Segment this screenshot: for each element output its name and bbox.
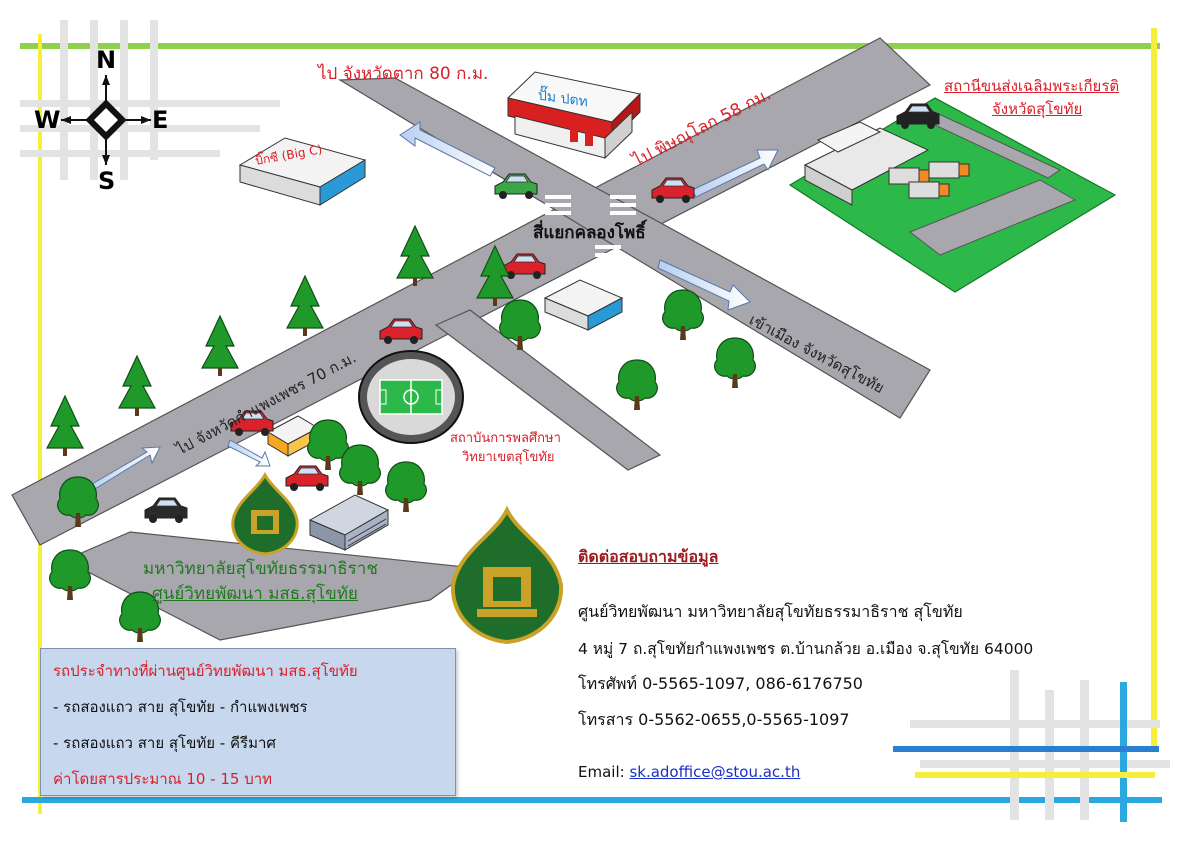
contact-heading: ติดต่อสอบถามข้อมูล xyxy=(578,547,719,566)
intersection-label: สี่แยกคลองโพธิ์ xyxy=(533,223,646,243)
transport-station-label-1: สถานีขนส่งเฉลิมพระเกียรติ xyxy=(944,77,1120,95)
transport-station-label-2: จังหวัดสุโขทัย xyxy=(992,100,1083,118)
sports-institute-label-1: สถาบันการพลศึกษา xyxy=(450,431,561,446)
compass-north: N xyxy=(96,46,117,74)
contact-org: ศูนย์วิทยพัฒนา มหาวิทยาลัยสุโขทัยธรรมาธิ… xyxy=(578,602,963,621)
bus-info-box: รถประจำทางที่ผ่านศูนย์วิทยพัฒนา มสธ.สุโข… xyxy=(40,648,456,796)
compass-icon xyxy=(61,75,151,165)
university-emblem-small xyxy=(231,471,299,556)
ptt-station xyxy=(506,71,642,160)
road-label-tak: ไป จังหวัดตาก 80 ก.ม. xyxy=(318,64,489,84)
university-label-2: ศูนย์วิทยพัฒนา มสธ.สุโขทัย xyxy=(152,584,358,604)
contact-fax: โทรสาร 0-5562-0655,0-5565-1097 xyxy=(578,710,850,729)
contact-address: 4 หมู่ 7 ถ.สุโขทัยกำแพงเพชร ต.บ้านกล้วย … xyxy=(578,640,1034,658)
email-label: Email: xyxy=(578,763,630,781)
frame-decoration xyxy=(20,20,1170,822)
compass-south: S xyxy=(98,167,116,195)
university-emblem-large xyxy=(450,505,564,645)
stadium xyxy=(358,350,464,444)
university-building xyxy=(308,494,390,551)
bigc-building xyxy=(238,137,367,206)
crosswalks xyxy=(545,195,636,257)
bus-route-1: - รถสองแถว สาย สุโขทัย - กำแพงเพชร xyxy=(53,698,308,716)
compass-west: W xyxy=(34,106,61,134)
compass-east: E xyxy=(152,106,169,134)
contact-phone: โทรศัพท์ 0-5565-1097, 086-6176750 xyxy=(578,674,863,693)
small-building xyxy=(543,279,624,331)
direction-arrows xyxy=(86,121,779,493)
transport-station-area xyxy=(788,97,1117,293)
bus-route-2: - รถสองแถว สาย สุโขทัย - คีรีมาศ xyxy=(53,734,276,752)
university-label-1: มหาวิทยาลัยสุโขทัยธรรมาธิราช xyxy=(143,559,378,579)
bus-info-title: รถประจำทางที่ผ่านศูนย์วิทยพัฒนา มสธ.สุโข… xyxy=(53,662,358,680)
sports-institute-label-2: วิทยาเขตสุโขทัย xyxy=(462,450,555,465)
bus-fare: ค่าโดยสารประมาณ 10 - 15 บาท xyxy=(53,770,273,788)
email-link[interactable]: sk.adoffice@stou.ac.th xyxy=(629,763,801,781)
contact-email-row: Email: sk.adoffice@stou.ac.th xyxy=(578,763,800,781)
